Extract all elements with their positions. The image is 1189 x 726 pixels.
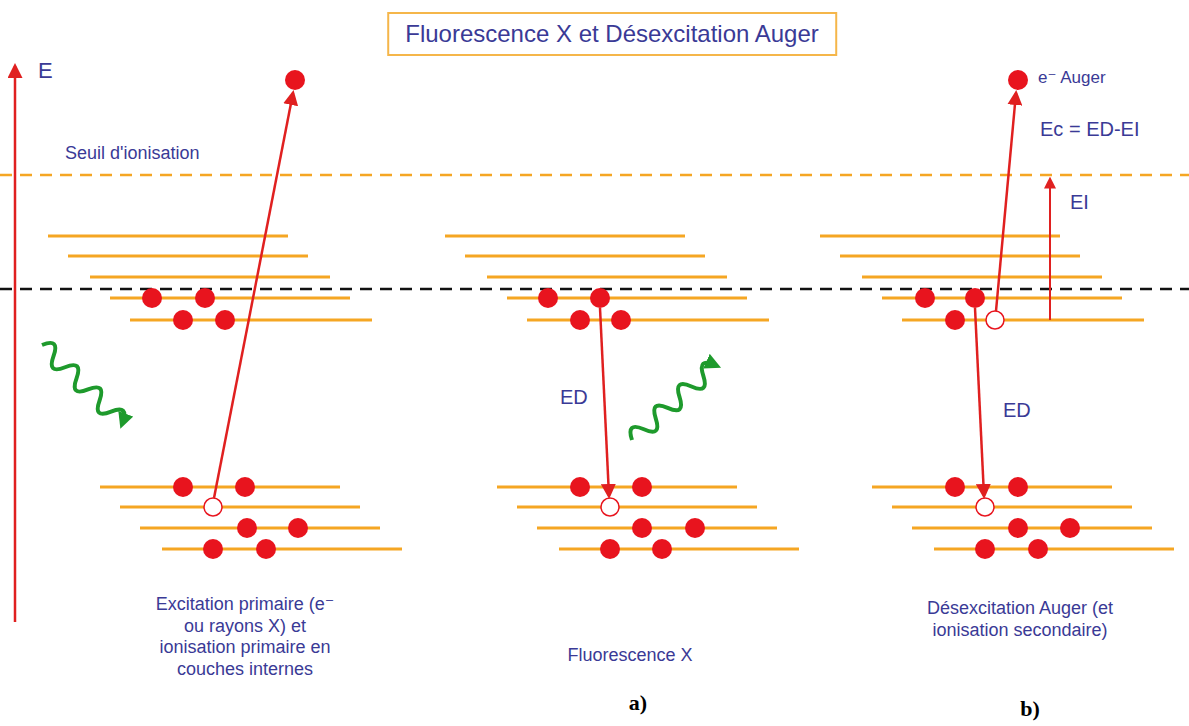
hole [204,498,222,516]
ionisation-threshold [0,174,1189,177]
transition-arrow [975,308,984,496]
energy-label: ED [1003,398,1031,422]
panel-caption: Fluorescence X [567,645,692,667]
auger-electron-label: e⁻ Auger [1038,68,1106,88]
title-box: Fluorescence X et Désexcitation Auger [387,12,837,56]
hole [986,311,1004,329]
photon-wave [36,339,129,430]
panel-caption: Excitation primaire (e⁻ ou rayons X) et … [147,594,343,680]
ejection-arrow [214,93,293,498]
transition-arrow [600,308,609,496]
hole [976,498,994,516]
electrons [915,70,1080,559]
electrons [538,288,705,559]
energy-label: ED [560,385,588,409]
panel-caption: Désexcitation Auger (et ionisation secon… [905,598,1135,641]
panel-letter: a) [629,690,647,716]
energy-axis [14,66,17,622]
threshold-label: Seuil d'ionisation [65,143,200,165]
axis-label: E [38,58,53,84]
energy-levels [820,236,1174,549]
ionisation-energy-arrow [1049,179,1051,320]
energy-levels [445,236,799,549]
hole [601,498,619,516]
photon-wave [626,358,721,446]
auger-arrow [996,93,1016,311]
panel-letter: b) [1020,696,1040,722]
energy-formula: Ec = ED-EI [1040,117,1139,141]
energy-label: EI [1070,190,1089,214]
